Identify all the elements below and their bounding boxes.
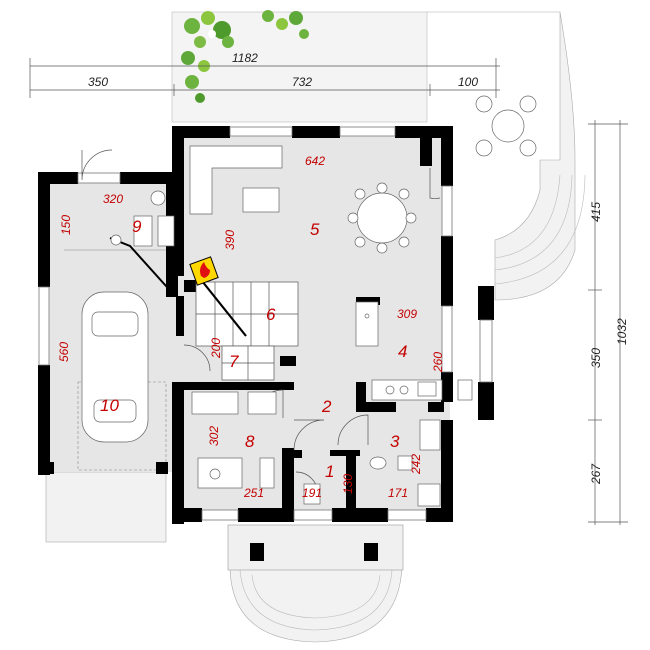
room-number-8: 8 — [245, 432, 255, 451]
dim-top-left: 350 — [88, 75, 108, 89]
dimension-lines — [29, 58, 628, 525]
dim-right-middle: 350 — [589, 348, 603, 368]
room9-side-dim: 150 — [59, 215, 73, 235]
dim-right-total: 1032 — [615, 318, 629, 345]
room4-side-dim: 260 — [431, 352, 445, 373]
room-number-4: 4 — [398, 342, 407, 361]
room-size-7: 200 — [209, 338, 223, 359]
windows — [38, 126, 493, 521]
room-number-9: 9 — [132, 217, 142, 236]
dim-right-top: 415 — [589, 202, 603, 222]
room-size-3: 171 — [388, 486, 408, 500]
room-size-5: 642 — [305, 154, 325, 168]
dim-right-bottom: 267 — [589, 463, 603, 485]
dim-top-total: 1182 — [232, 51, 258, 65]
room-size-4: 309 — [397, 307, 417, 321]
room-number-2: 2 — [321, 397, 332, 416]
furniture — [81, 95, 537, 507]
room-number-1: 1 — [325, 462, 334, 481]
plant-icon — [181, 10, 309, 103]
room-size-9: 320 — [103, 192, 123, 206]
walls — [38, 126, 494, 524]
room-number-5: 5 — [310, 220, 320, 239]
room1-side-dim: 130 — [341, 474, 355, 494]
driveway — [45, 471, 167, 543]
room-number-7: 7 — [229, 352, 239, 371]
room-size-10: 560 — [57, 342, 71, 362]
dim-top-middle: 732 — [292, 75, 312, 89]
dim-top-right: 100 — [458, 75, 478, 89]
boiler-icon — [189, 256, 219, 286]
staircase — [195, 281, 299, 381]
entrance-porch — [227, 524, 404, 643]
room-number-6: 6 — [266, 305, 276, 324]
room-size-1: 191 — [302, 486, 322, 500]
room-number-3: 3 — [390, 432, 400, 451]
room8-side-dim: 302 — [207, 426, 221, 446]
room3-side-dim: 242 — [409, 454, 423, 475]
room-size-8: 251 — [243, 486, 264, 500]
room-number-10: 10 — [100, 396, 119, 415]
room5-side-dim: 390 — [223, 230, 237, 250]
